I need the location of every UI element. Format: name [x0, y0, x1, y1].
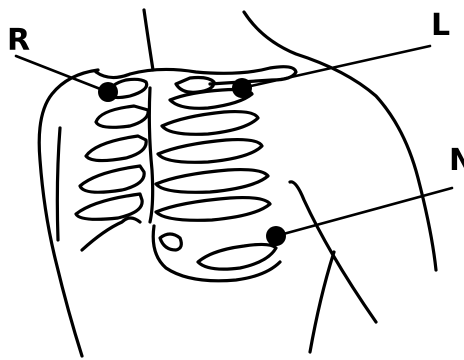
- neck-left-line: [144, 10, 153, 70]
- left-rib-6: [156, 198, 270, 221]
- left-rib-4: [158, 140, 262, 163]
- right-rib-5: [76, 194, 142, 219]
- right-torso-line: [57, 128, 60, 240]
- small-cartilage: [160, 234, 181, 250]
- right-rib-4: [80, 166, 144, 192]
- electrode-l: [232, 78, 252, 98]
- right-rib-3: [86, 136, 146, 161]
- left-rib-7: [198, 244, 276, 269]
- lower-right-rib-margin: [82, 218, 140, 250]
- left-rib-5: [156, 170, 268, 193]
- label-l: L: [431, 11, 450, 41]
- electrode-n: [266, 226, 286, 246]
- label-n: N: [449, 146, 464, 176]
- label-r: R: [7, 26, 30, 56]
- right-rib-2: [96, 106, 148, 127]
- electrode-r: [98, 82, 118, 102]
- sternum-outline: [149, 88, 152, 222]
- lead-wire-r: [16, 56, 108, 92]
- left-torso-line: [310, 252, 334, 352]
- right-shoulder-outline: [39, 70, 98, 356]
- left-rib-3: [162, 112, 258, 135]
